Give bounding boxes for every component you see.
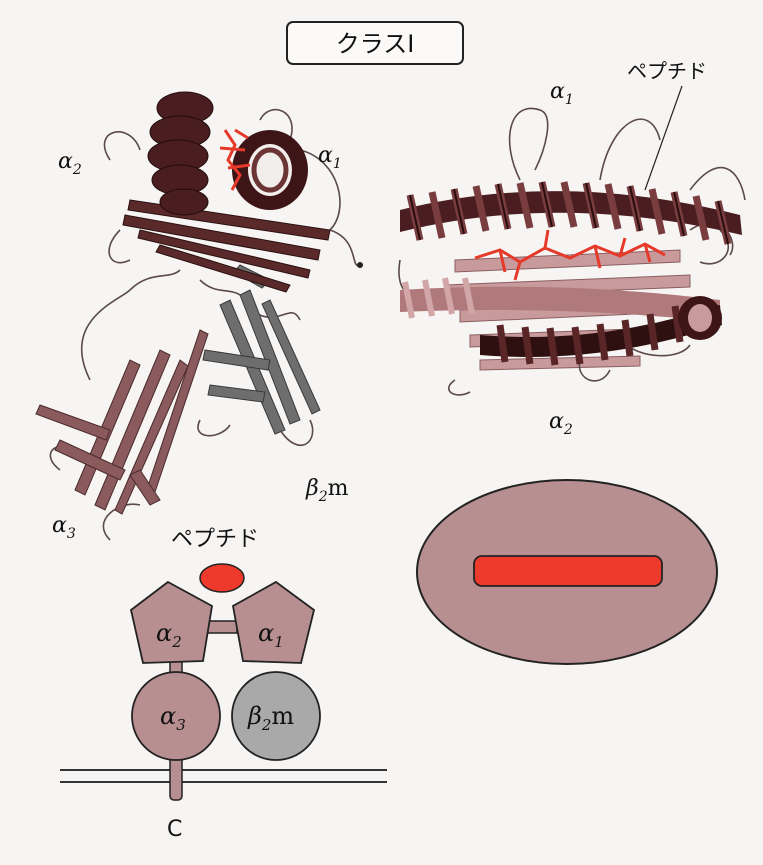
label-alpha2-side: α2 xyxy=(58,149,82,178)
label-peptide-schematic: ペプチド xyxy=(171,527,259,552)
alpha1-helix-top xyxy=(400,182,742,244)
label-alpha3-side: α3 xyxy=(52,513,76,542)
title: クラスI xyxy=(336,30,415,58)
alpha2-helix-top xyxy=(400,278,722,365)
peptide-blob xyxy=(200,564,244,592)
peptide-leader-line xyxy=(645,86,682,190)
label-alpha2-top: α2 xyxy=(549,409,573,438)
peptide-bar xyxy=(474,556,662,586)
alpha2-helix-side xyxy=(148,92,213,215)
label-c-terminus: C xyxy=(167,817,182,842)
title-box: クラスI xyxy=(287,22,463,64)
label-b2m-side: β2m xyxy=(305,476,349,505)
groove-schematic xyxy=(417,480,717,664)
alpha3-strands xyxy=(36,330,208,514)
label-alpha1-top: α1 xyxy=(550,79,574,108)
label-alpha1-side: α1 xyxy=(318,143,342,172)
label-b2m-schematic: β2m xyxy=(247,702,294,734)
ribbon-structure-side-view: α2 α1 α3 β2m xyxy=(36,92,363,542)
terminus-dot xyxy=(357,262,363,268)
ribbon-structure-top-view: ペプチド α1 α2 xyxy=(399,59,745,438)
platform-sheet xyxy=(123,200,330,292)
alpha1-alpha2-link xyxy=(207,621,237,633)
alpha1-helix-side xyxy=(232,130,308,210)
label-peptide-top: ペプチド xyxy=(627,59,707,83)
domain-schematic: ペプチド α2 α1 α3 β2m C xyxy=(60,527,387,842)
